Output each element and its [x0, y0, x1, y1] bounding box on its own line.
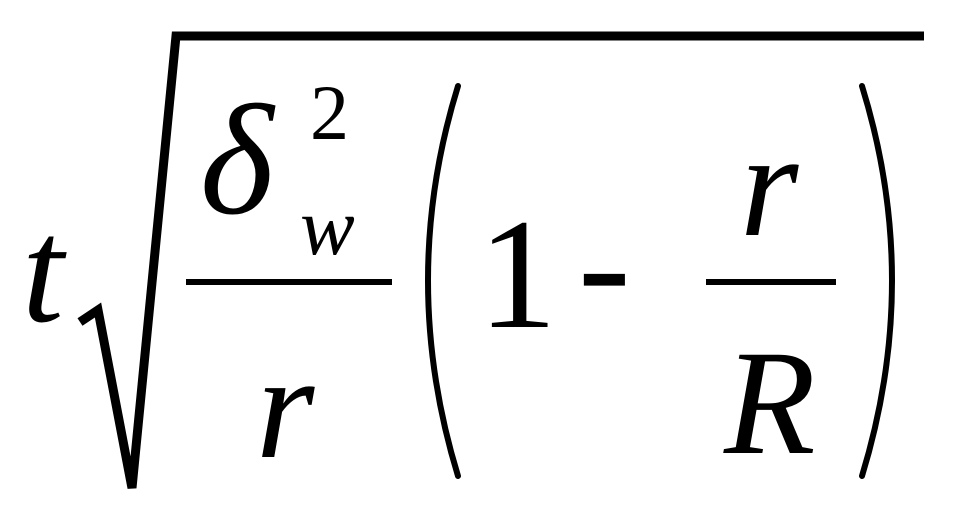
delta-symbol: δ: [200, 73, 274, 248]
numerator-r: r: [740, 102, 799, 268]
subscript-w: w: [300, 181, 355, 272]
radical-sign: [77, 31, 924, 489]
denominator-R: R: [724, 320, 816, 486]
right-parenthesis: [859, 83, 895, 479]
left-parenthesis: [425, 83, 461, 479]
minus-operator: -: [578, 177, 631, 352]
denominator-r: r: [256, 324, 315, 490]
number-one: 1: [478, 187, 557, 362]
coefficient-t: t: [22, 188, 64, 354]
exponent-two: 2: [310, 69, 349, 156]
